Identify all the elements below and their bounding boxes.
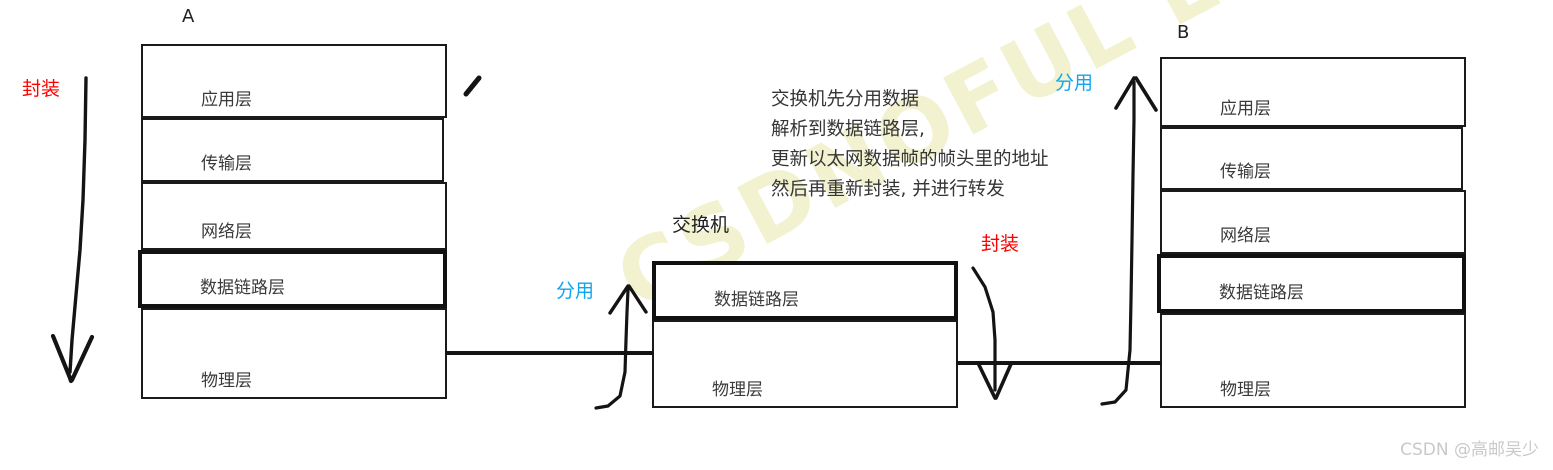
switch-explanation-note: 交换机先分用数据 解析到数据链路层, 更新以太网数据帧的帧头里的地址 然后再重新… (771, 85, 1049, 205)
demultiplex-arrow-switch (594, 284, 648, 410)
layer-label: 物理层 (1220, 380, 1271, 400)
host-b-name: B (1177, 22, 1190, 43)
pencil-tick-mark (463, 75, 482, 97)
host-a-layer-application: 应用层 (141, 44, 447, 118)
host-a-layer-transport: 传输层 (141, 118, 444, 182)
host-a-layer-network: 网络层 (141, 182, 447, 250)
switch-name: 交换机 (672, 214, 730, 236)
layer-label: 应用层 (1220, 99, 1271, 119)
credit-watermark: CSDN @高邮吴少 (1400, 440, 1539, 460)
layer-label: 数据链路层 (1219, 283, 1304, 303)
layer-label: 网络层 (1220, 226, 1271, 246)
host-b-layer-physical: 物理层 (1160, 313, 1466, 408)
host-a-stack: 应用层 传输层 网络层 数据链路层 物理层 (138, 44, 447, 399)
demultiplex-arrow-right (1100, 76, 1158, 406)
layer-label: 数据链路层 (200, 278, 285, 298)
host-b-layer-network: 网络层 (1160, 190, 1466, 254)
demultiplex-label-right: 分用 (1055, 72, 1094, 94)
encapsulate-label-switch: 封装 (981, 233, 1020, 255)
layer-label: 网络层 (201, 222, 252, 242)
note-line: 更新以太网数据帧的帧头里的地址 (771, 149, 1049, 170)
host-b-layer-transport: 传输层 (1160, 127, 1463, 190)
layer-label: 传输层 (201, 154, 252, 174)
layer-label: 数据链路层 (714, 290, 799, 310)
note-line: 解析到数据链路层, (771, 119, 925, 140)
encapsulate-label-left: 封装 (22, 78, 61, 100)
switch-stack: 数据链路层 物理层 (652, 261, 958, 408)
host-b-layer-application: 应用层 (1160, 57, 1466, 127)
host-a-layer-physical: 物理层 (141, 308, 447, 399)
host-a-name: A (182, 6, 195, 27)
layer-label: 传输层 (1220, 162, 1271, 182)
note-line: 交换机先分用数据 (771, 89, 920, 110)
layer-label: 物理层 (201, 371, 252, 391)
note-line: 然后再重新封装, 并进行转发 (771, 179, 1005, 200)
encapsulate-arrow-switch (971, 266, 1013, 400)
demultiplex-label-switch: 分用 (556, 280, 595, 302)
encapsulate-arrow-left (50, 76, 95, 384)
switch-layer-physical: 物理层 (652, 320, 958, 408)
layer-label: 物理层 (712, 380, 763, 400)
host-b-layer-datalink: 数据链路层 (1157, 254, 1466, 313)
host-b-stack: 应用层 传输层 网络层 数据链路层 物理层 (1157, 57, 1466, 408)
layer-label: 应用层 (201, 90, 252, 110)
host-a-layer-datalink: 数据链路层 (138, 250, 447, 308)
switch-layer-datalink: 数据链路层 (652, 261, 958, 320)
